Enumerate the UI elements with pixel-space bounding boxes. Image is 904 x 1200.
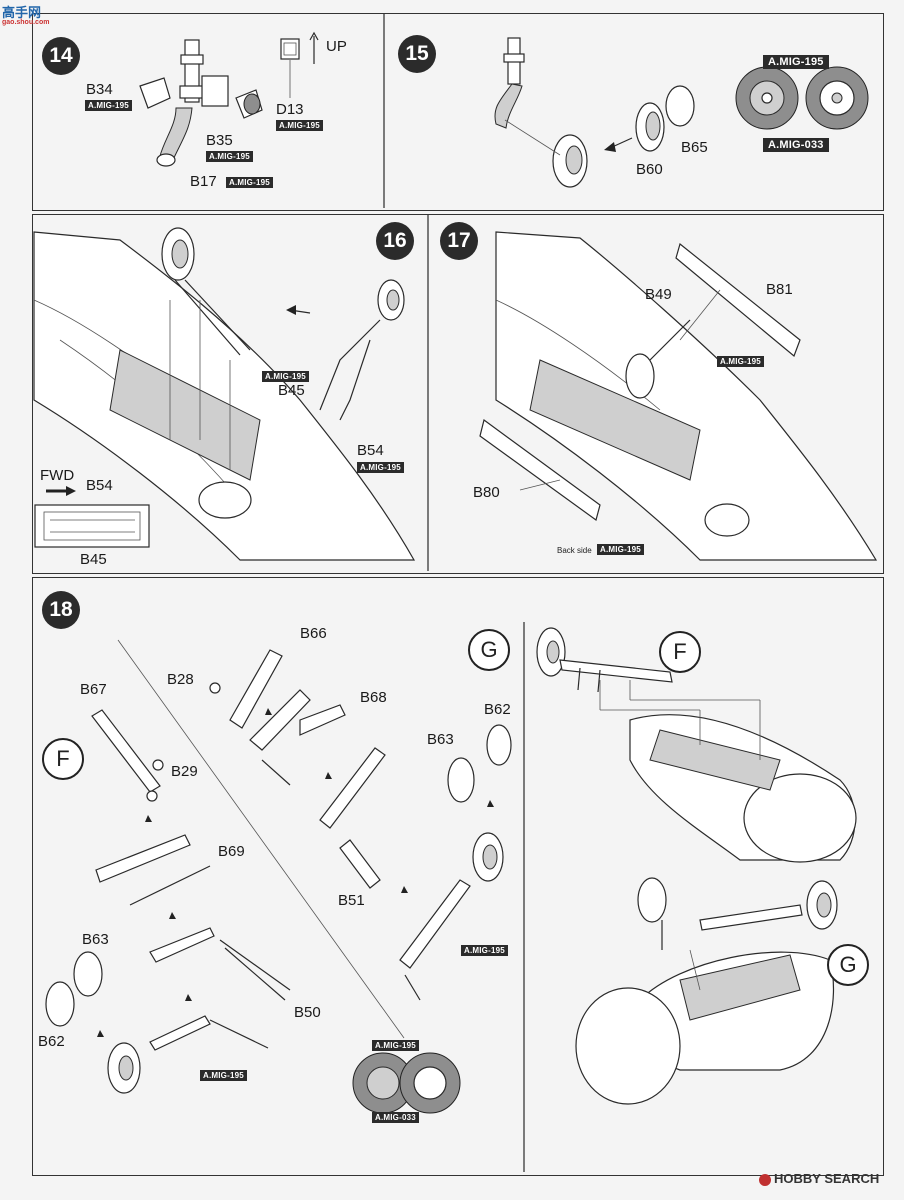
note-back-side: Back side bbox=[557, 546, 592, 555]
step-14-15-frame bbox=[32, 13, 884, 211]
tag-b54: A.MIG-195 bbox=[357, 462, 404, 473]
step-18-number: 18 bbox=[42, 591, 80, 629]
hobbysearch-suffix: SEARCH bbox=[824, 1171, 880, 1186]
label-b51: B51 bbox=[338, 892, 365, 909]
label-b80: B80 bbox=[473, 484, 500, 501]
watermark-text: 高手网 bbox=[2, 5, 42, 20]
hobbysearch-watermark: HOBBY SEARCH bbox=[774, 1171, 879, 1186]
label-b62-left: B62 bbox=[38, 1033, 65, 1050]
label-b63-left: B63 bbox=[82, 931, 109, 948]
tag-b35: A.MIG-195 bbox=[206, 151, 253, 162]
tag-s18-wheel-bottom: A.MIG-033 bbox=[372, 1112, 419, 1123]
inset-label-b45: B45 bbox=[80, 551, 107, 568]
assembly-g-label: G bbox=[827, 944, 869, 986]
tag-right-wheel: A.MIG-195 bbox=[461, 945, 508, 956]
label-b34: B34 bbox=[86, 81, 113, 98]
tag-left-wheel: A.MIG-195 bbox=[200, 1070, 247, 1081]
tag-b45: A.MIG-195 bbox=[262, 371, 309, 382]
label-b28: B28 bbox=[167, 671, 194, 688]
tag-d13: A.MIG-195 bbox=[276, 120, 323, 131]
label-b65: B65 bbox=[681, 139, 708, 156]
step-18-frame bbox=[32, 577, 884, 1176]
step-15-number: 15 bbox=[398, 35, 436, 73]
tag-back-side: A.MIG-195 bbox=[597, 544, 644, 555]
step18-assembly-art bbox=[536, 627, 857, 1105]
label-fwd: FWD bbox=[40, 467, 75, 484]
label-d13: D13 bbox=[276, 101, 304, 118]
step16-fuselage-art bbox=[33, 227, 416, 561]
tag-b34: A.MIG-195 bbox=[85, 100, 132, 111]
label-b67: B67 bbox=[80, 681, 107, 698]
label-b66: B66 bbox=[300, 625, 327, 642]
watermark-url: gao.shou.com bbox=[2, 19, 49, 26]
label-b35: B35 bbox=[206, 132, 233, 149]
step-14-number: 14 bbox=[42, 37, 80, 75]
watermark-logo: 高手网 bbox=[2, 2, 41, 21]
label-b49: B49 bbox=[645, 286, 672, 303]
label-b54: B54 bbox=[357, 442, 384, 459]
watermark-url-text: gao.shou.com bbox=[2, 19, 50, 26]
assembly-f-label: F bbox=[659, 631, 701, 673]
step17-fuselage-art bbox=[479, 231, 878, 561]
label-b17: B17 bbox=[190, 173, 217, 190]
tag-b17: A.MIG-195 bbox=[226, 177, 273, 188]
label-b63-right: B63 bbox=[427, 731, 454, 748]
sub-assembly-g-label: G bbox=[468, 629, 510, 671]
step-17-number: 17 bbox=[440, 222, 478, 260]
tag-b81: A.MIG-195 bbox=[717, 356, 764, 367]
label-b68: B68 bbox=[360, 689, 387, 706]
tag-wheel-bottom-033: A.MIG-033 bbox=[763, 138, 829, 152]
label-b50: B50 bbox=[294, 1004, 321, 1021]
sub-assembly-f-label: F bbox=[42, 738, 84, 780]
inset-label-b54: B54 bbox=[86, 477, 113, 494]
label-b29: B29 bbox=[171, 763, 198, 780]
step-16-number: 16 bbox=[376, 222, 414, 260]
label-b45: B45 bbox=[278, 382, 305, 399]
label-up: UP bbox=[326, 38, 347, 55]
tag-s18-wheel-top: A.MIG-195 bbox=[372, 1040, 419, 1051]
label-b81: B81 bbox=[766, 281, 793, 298]
label-b62-right: B62 bbox=[484, 701, 511, 718]
label-b69: B69 bbox=[218, 843, 245, 860]
step18-parts-art bbox=[45, 649, 512, 1114]
step15-wheel-art bbox=[494, 37, 869, 188]
step-16-17-frame bbox=[32, 214, 884, 574]
tag-wheel-top-195: A.MIG-195 bbox=[763, 55, 829, 69]
label-b60: B60 bbox=[636, 161, 663, 178]
hobbysearch-brand: HOBBY bbox=[774, 1171, 821, 1186]
step14-strut-art bbox=[139, 31, 319, 167]
